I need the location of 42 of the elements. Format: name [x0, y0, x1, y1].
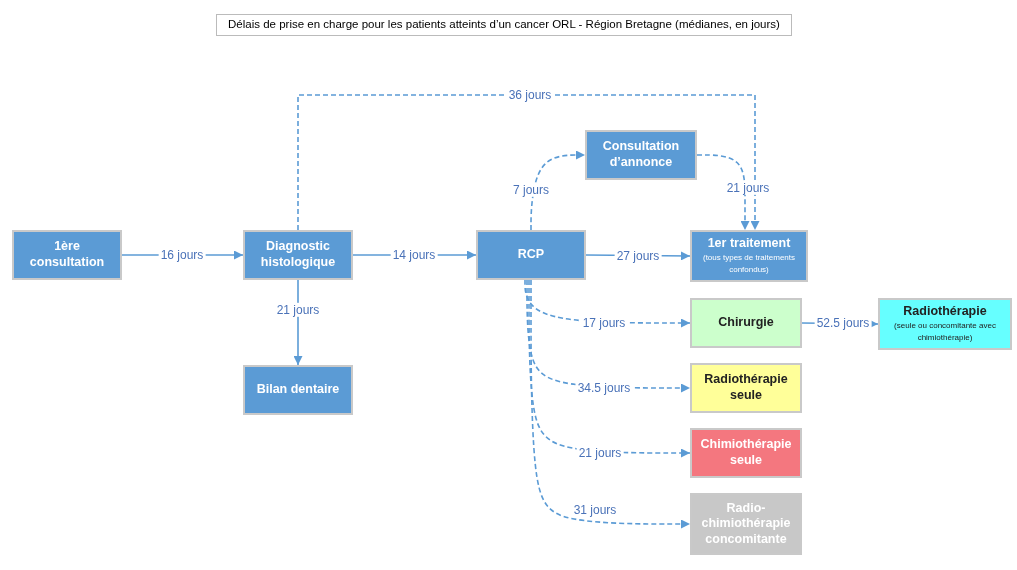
node-label: Consultation d’annonce — [601, 139, 681, 171]
edge-label: 36 jours — [506, 87, 554, 103]
node-label: 1ère consultation — [28, 239, 106, 271]
node-label: Diagnostic histologique — [259, 239, 337, 271]
node-label: Radiothérapie — [903, 304, 987, 320]
arrow — [696, 154, 750, 231]
edge-label: 21 jours — [576, 445, 624, 461]
node-label: Bilan dentaire — [256, 382, 340, 398]
arrow — [297, 94, 760, 231]
process-box — [690, 363, 802, 413]
node-label: Radiothérapie seule — [703, 372, 789, 404]
edge-label: 7 jours — [511, 182, 551, 198]
arrow — [528, 279, 691, 458]
process-box — [476, 230, 586, 280]
process-box — [690, 493, 802, 555]
edge-label: 14 jours — [390, 247, 438, 263]
edge-label: 34.5 jours — [575, 380, 633, 396]
edge-label: 21 jours — [724, 180, 772, 196]
edge-label: 17 jours — [580, 315, 628, 331]
process-box — [243, 365, 353, 415]
process-box — [690, 428, 802, 478]
node-label: 1er traitement — [707, 236, 791, 252]
arrow — [530, 150, 586, 231]
process-box — [878, 298, 1012, 350]
arrow — [530, 279, 691, 529]
node-note: (seule ou concomitante avec chimiothérapie) — [893, 319, 997, 344]
process-box — [12, 230, 122, 280]
process-box — [243, 230, 353, 280]
edge-label: 27 jours — [614, 248, 662, 264]
chart-title: Délais de prise en charge pour les patients atteints d’un cancer ORL - Région Bretagne (médianes, en jours) — [216, 14, 792, 36]
edge-label: 31 jours — [571, 502, 619, 518]
edge-label: 52.5 jours — [814, 315, 872, 331]
node-note: (tous types de traitements confondus) — [701, 251, 796, 276]
node-label: Chimiothérapie seule — [699, 437, 793, 469]
process-box — [585, 130, 697, 180]
edge-label: 21 jours — [274, 302, 322, 318]
process-box — [690, 298, 802, 348]
edge-label: 16 jours — [158, 247, 206, 263]
node-label: Chirurgie — [718, 315, 774, 331]
arrow — [293, 279, 303, 366]
node-label: RCP — [517, 247, 545, 263]
process-box — [690, 230, 808, 282]
